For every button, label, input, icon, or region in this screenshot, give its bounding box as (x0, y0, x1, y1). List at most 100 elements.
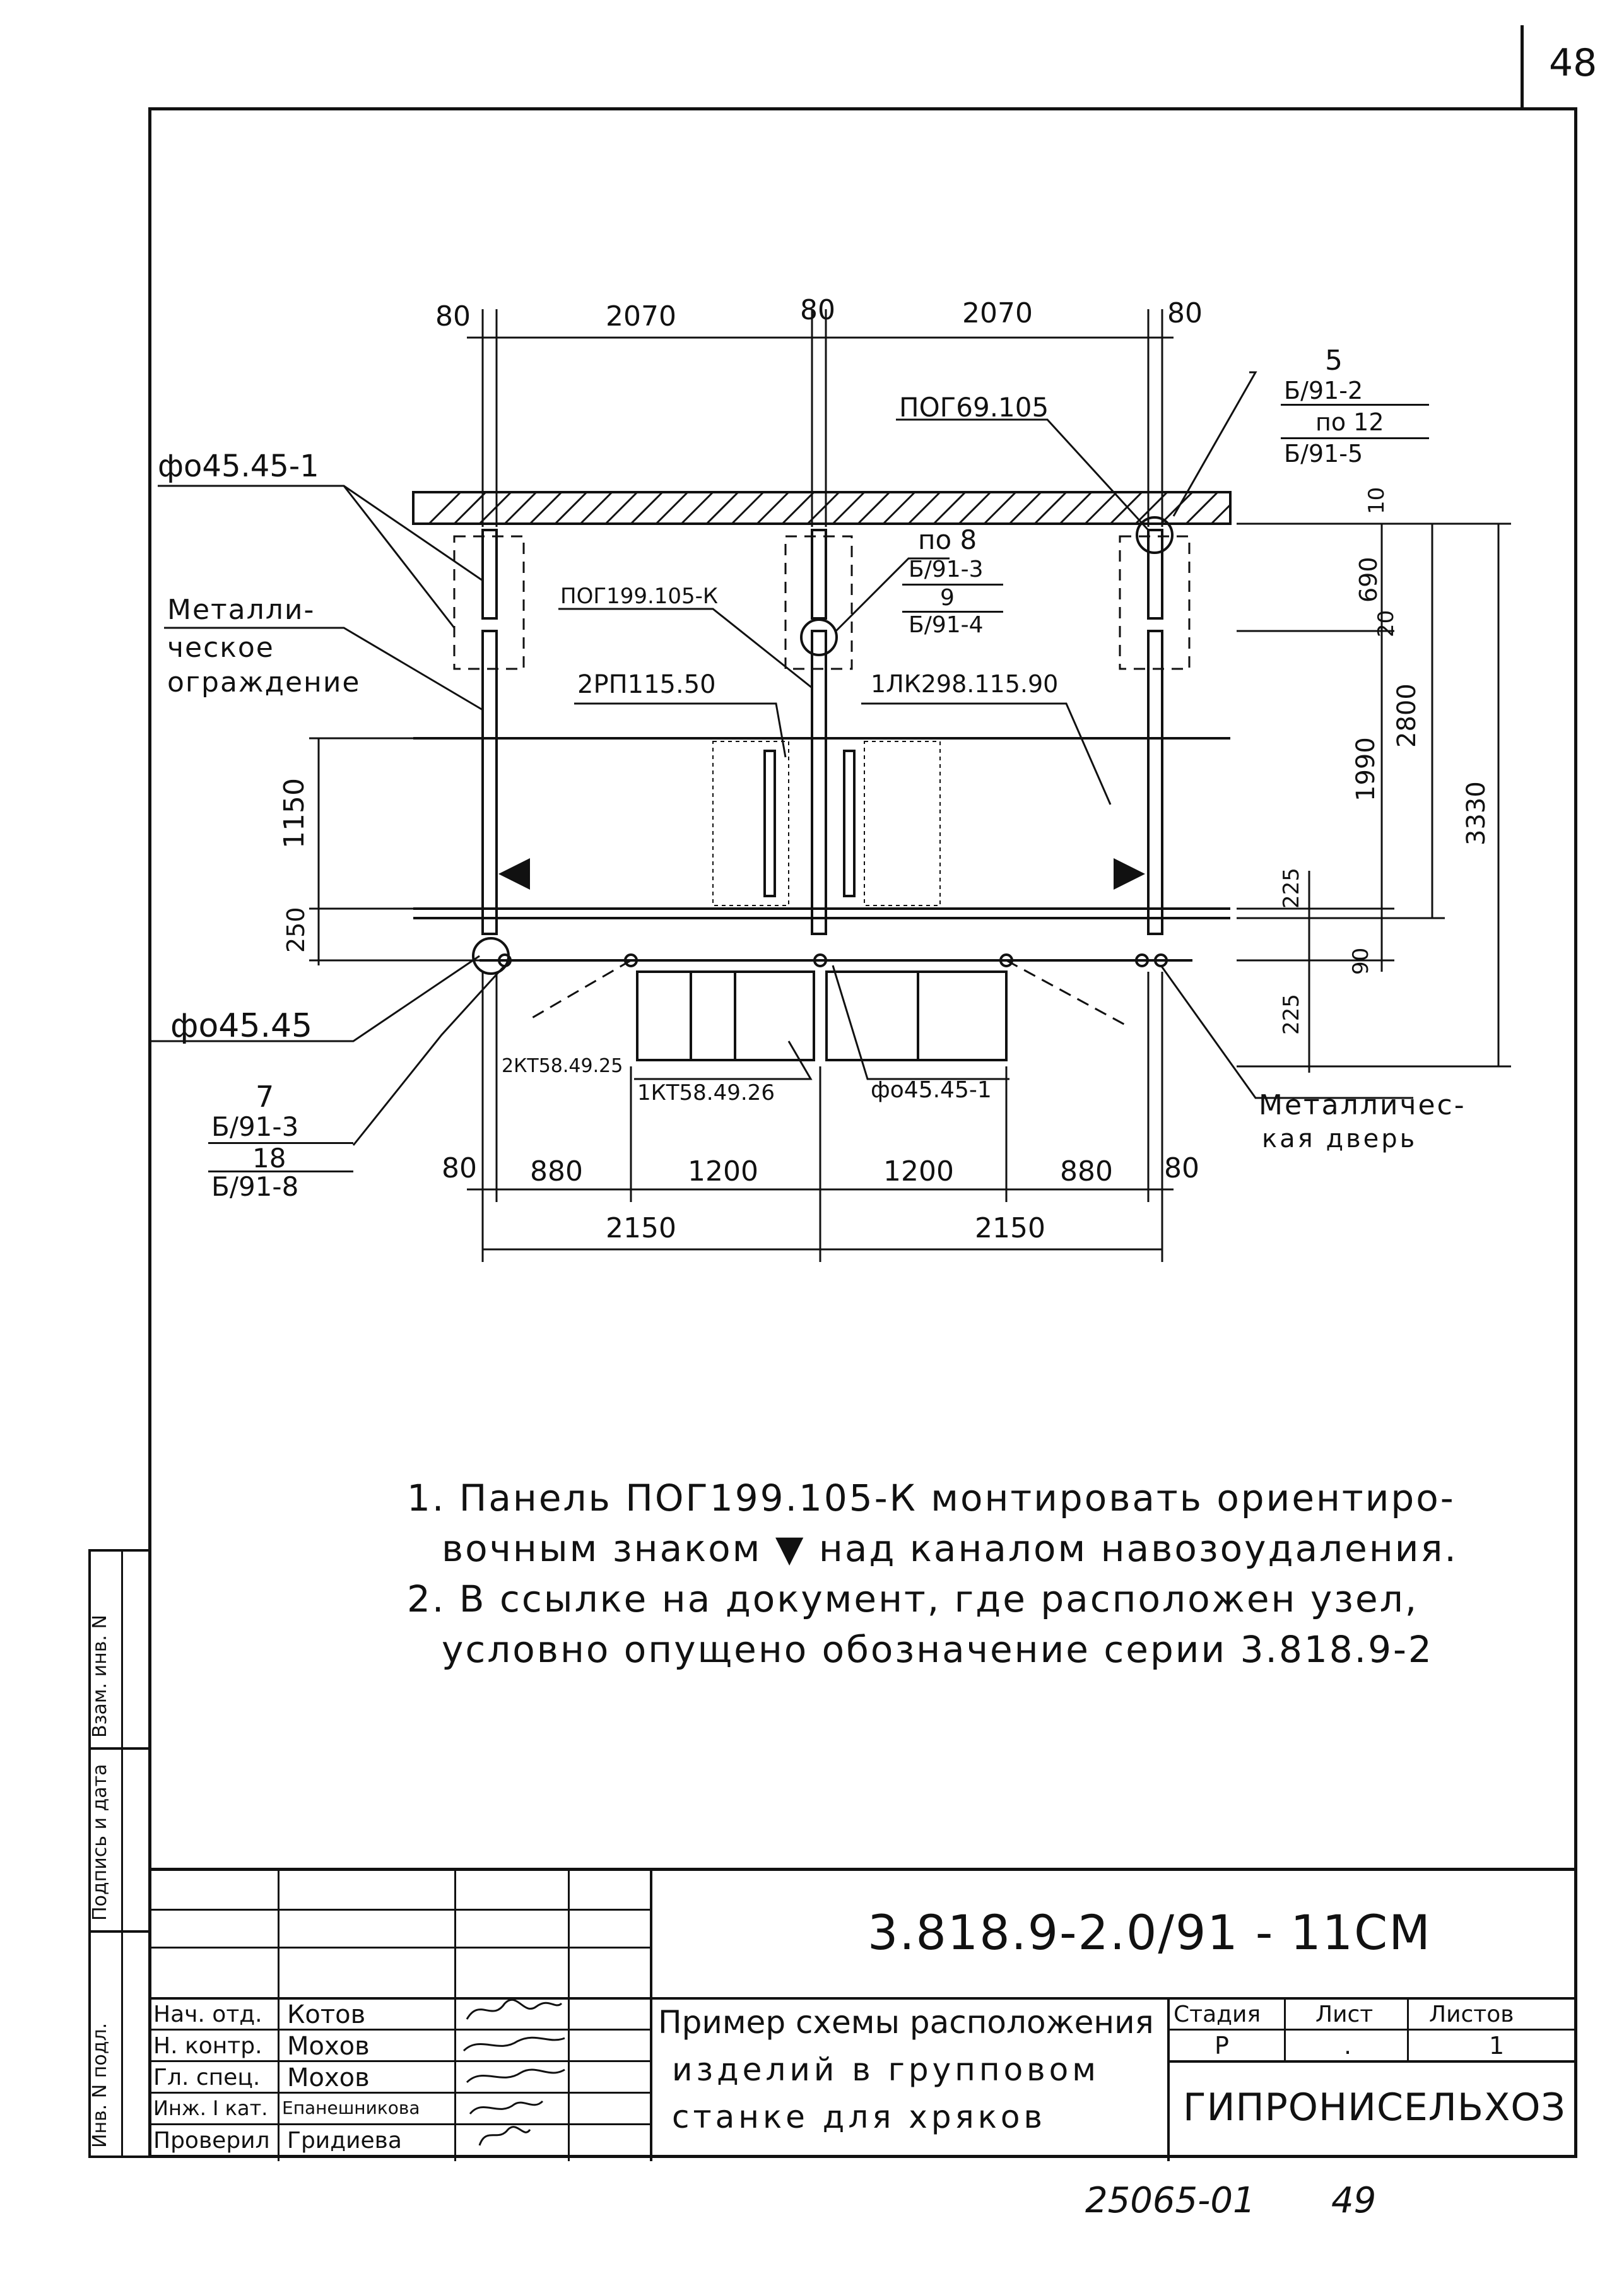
dim-right-225-2: 225 (1279, 994, 1304, 1035)
dim-top-80-2: 80 (800, 294, 835, 326)
tb-hline-1 (148, 1909, 650, 1911)
label-ref5-bot: Б/91-5 (1284, 440, 1363, 468)
tb-vline-4 (650, 1871, 652, 2161)
dim-bottom-2150-1: 2150 (606, 1212, 676, 1244)
layout-drawing (148, 309, 1511, 1262)
partition-panel-left (712, 741, 789, 906)
label-pog199: ПОГ199.105-К (560, 584, 719, 609)
ref7-underline-2 (208, 1171, 353, 1172)
dim-bottom-80-2: 80 (1164, 1152, 1199, 1184)
node-circle-small-3 (813, 953, 827, 967)
dim-left-250: 250 (282, 907, 310, 953)
tb-name-1: Котов (287, 2000, 366, 2029)
label-ref8-mid: 9 (940, 585, 955, 611)
tb-name-3: Мохов (287, 2063, 370, 2092)
tb-stage-header: Стадия (1174, 2002, 1261, 2027)
tb-role-4: Инж. I кат. (153, 2096, 268, 2120)
node-circle-small-4 (999, 953, 1013, 967)
tb-stage-value: Р (1215, 2032, 1229, 2060)
dim-right-690: 690 (1355, 557, 1382, 603)
label-ref7-top: Б/91-3 (211, 1111, 299, 1142)
dim-bottom-80-1: 80 (442, 1152, 477, 1184)
label-pog69: ПОГ69.105 (899, 392, 1049, 423)
partition-slot-2 (843, 750, 856, 897)
label-ref7-num: 7 (256, 1080, 274, 1114)
label-ref8-num: по 8 (918, 524, 977, 555)
post-left-main (481, 630, 498, 935)
title-block: Нач. отд. Н. контр. Гл. спец. Инж. I кат… (148, 1868, 1577, 2161)
dim-top-80-3: 80 (1167, 297, 1203, 329)
ref5-underline-2 (1281, 437, 1429, 439)
node-circle-small-2 (624, 953, 638, 967)
side-stamp-vzam: Взам. инв. N (89, 1615, 111, 1738)
sheet-number-divider (1521, 25, 1524, 110)
side-stamp-divider-1 (91, 1747, 149, 1750)
label-ref8-top: Б/91-3 (909, 557, 984, 582)
orientation-mark-left (498, 858, 530, 890)
drawing-frame (148, 107, 1577, 2158)
label-fo45-45-1-bot: фо45.45-1 (871, 1077, 992, 1103)
dim-right-90: 90 (1348, 947, 1374, 975)
dim-top-2070-2: 2070 (962, 297, 1033, 329)
label-ref5-top: Б/91-2 (1284, 377, 1363, 404)
label-metal-door-1: Металличес- (1259, 1089, 1466, 1121)
tb-hline-3 (148, 1997, 1577, 2000)
node-circle-right-top (1136, 516, 1174, 554)
tb-role-1: Нач. отд. (153, 2002, 262, 2027)
label-kt58-1: 1КТ58.49.26 (637, 1080, 775, 1106)
dim-right-1990: 1990 (1351, 737, 1380, 801)
dim-top-2070-1: 2070 (606, 300, 676, 333)
label-lk298: 1ЛК298.115.90 (871, 670, 1059, 698)
label-metal-fence-1: Металли- (167, 594, 315, 626)
side-stamp-podpis: Подпись и дата (89, 1764, 111, 1921)
tb-hline-4 (148, 2029, 650, 2031)
tb-vline-3 (568, 1871, 570, 2161)
note-2-line-1: 2. В ссылке на документ, где расположен … (407, 1577, 1419, 1620)
side-stamp: Инв. N подл. Подпись и дата Взам. инв. N (88, 1549, 151, 2158)
partition-panel-right (864, 741, 941, 906)
dim-right-20: 20 (1374, 610, 1399, 637)
node-circle-center-top (800, 618, 838, 656)
dim-bottom-2150-2: 2150 (975, 1212, 1045, 1244)
label-fo45-45-1-top: фо45.45-1 (158, 449, 319, 484)
label-ref7-bot: Б/91-8 (211, 1171, 299, 1202)
wall-top (412, 491, 1232, 525)
ref5-underline (1281, 404, 1429, 406)
tb-hline-6 (148, 2092, 650, 2094)
ref8-underline-2 (902, 611, 1003, 613)
orientation-mark-right (1114, 858, 1145, 890)
post-center-main (811, 630, 827, 935)
tb-hline-2 (148, 1947, 650, 1949)
dim-top-80-1: 80 (435, 300, 471, 333)
label-ref7-mid: 18 (252, 1143, 286, 1174)
label-rp115: 2РП115.50 (577, 670, 716, 699)
tb-title-line-3: станке для хряков (672, 2099, 1046, 2135)
label-ref8-bot: Б/91-4 (909, 612, 984, 638)
sheet-number-top: 48 (1549, 41, 1598, 85)
label-metal-fence-3: ограждение (167, 666, 361, 699)
footer-page-number: 49 (1331, 2180, 1377, 2221)
tb-hline-5 (148, 2060, 650, 2062)
dim-left-1150: 1150 (278, 778, 310, 849)
dim-bottom-1200-1: 1200 (688, 1155, 758, 1188)
leader-lines (148, 371, 1413, 1146)
tb-stage-hline-2 (1167, 2060, 1577, 2063)
label-ref5-mid: по 12 (1315, 408, 1384, 436)
tb-role-3: Гл. спец. (153, 2065, 261, 2090)
trough-right (825, 970, 1008, 1061)
ref7-underline (208, 1142, 353, 1144)
tb-sheets-header: Листов (1429, 2002, 1514, 2027)
dashed-zones (453, 535, 1191, 670)
tb-sheet-header: Лист (1315, 2002, 1374, 2027)
tb-doc-code: 3.818.9-2.0/91 - 11СМ (868, 1904, 1432, 1961)
side-stamp-inv-podl: Инв. N подл. (89, 2022, 111, 2148)
tb-stage-vline-1 (1167, 1997, 1170, 2161)
dim-right-2800: 2800 (1392, 683, 1421, 748)
tb-vline-1 (278, 1871, 279, 2161)
side-stamp-inner-line (121, 1552, 123, 2155)
tb-organization: ГИПРОНИСЕЛЬХОЗ (1183, 2085, 1566, 2130)
note-1-line-1: 1. Панель ПОГ199.105-К монтировать ориен… (407, 1477, 1456, 1519)
node-circle-small-5 (1135, 953, 1149, 967)
signatures (462, 1998, 565, 2146)
label-fo45-45: фо45.45 (170, 1007, 313, 1045)
